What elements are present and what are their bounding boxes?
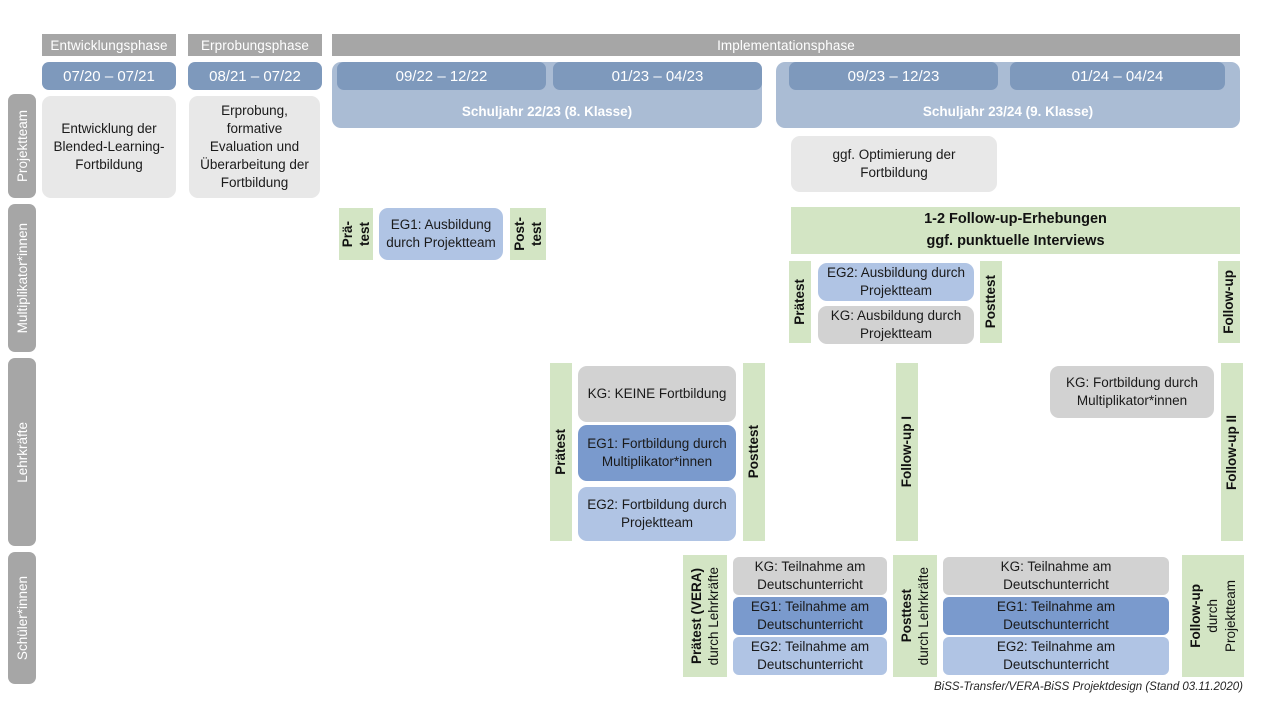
row-label-lehrkraefte-text: Lehrkräfte [14,421,30,483]
projektteam-optimierung-box: ggf. Optimierung der Fortbildung [791,136,997,192]
period-chip-0124-0424: 01/24 – 04/24 [1010,62,1225,90]
period-chip-0720-0721: 07/20 – 07/21 [42,62,176,90]
lehrkraefte-praetest-strip: Prätest [550,363,572,541]
row-label-lehrkraefte: Lehrkräfte [8,358,36,546]
multiplikatoren-followup-strip: Follow-up [1218,261,1240,343]
lehrkraefte-followup-2-strip: Follow-up II [1221,363,1243,541]
lehrkraefte-followup-1-strip: Follow-up I [896,363,918,541]
period-chip-0821-0722: 08/21 – 07/22 [188,62,322,90]
lehrkraefte-eg2-box: EG2: Fortbildung durch Projektteam [578,487,736,541]
lehrkraefte-posttest-strip: Posttest [743,363,765,541]
lehrkraefte-kg-fortbildung-box: KG: Fortbildung durch Multiplikator*inne… [1050,366,1214,418]
multiplikatoren-posttest-strip-1: Post- test [510,208,546,260]
multiplikatoren-followup-banner-line2: ggf. punktuelle Interviews [926,232,1105,249]
multiplikatoren-posttest-line2: test [529,221,544,246]
multiplikatoren-praetest-strip-1: Prä- test [339,208,373,260]
multiplikatoren-posttest-2-text: Posttest [983,275,999,329]
multiplikatoren-followup-banner-line1: 1-2 Follow-up-Erhebungen [924,211,1107,228]
phase-header-entwicklungsphase: Entwicklungsphase [42,34,176,56]
lehrkraefte-followup-1-text: Follow-up I [899,416,915,488]
phase-header-erprobungsphase: Erprobungsphase [188,34,322,56]
multiplikatoren-eg2-box: EG2: Ausbildung durch Projektteam [818,263,974,301]
multiplikatoren-praetest-2-text: Prätest [792,279,808,325]
multiplikatoren-followup-text: Follow-up [1221,270,1237,334]
schueler-eg2-box-1: EG2: Teilnahme am Deutschunterricht [733,637,887,675]
schueler-praetest-sub-text: durch Lehrkräfte [706,566,721,666]
schueler-posttest-sub-text: durch Lehrkräfte [916,566,931,666]
schueler-kg-box-2: KG: Teilnahme am Deutschunterricht [943,557,1169,595]
lehrkraefte-eg1-box: EG1: Fortbildung durch Multiplikator*inn… [578,425,736,481]
multiplikatoren-praetest-strip-2: Prätest [789,261,811,343]
schueler-praetest-strip: Prätest (VERA) durch Lehrkräfte [683,555,727,677]
multiplikatoren-eg1-box: EG1: Ausbildung durch Projektteam [379,208,503,260]
multiplikatoren-kg-box: KG: Ausbildung durch Projektteam [818,306,974,344]
schueler-eg1-box-1: EG1: Teilnahme am Deutschunterricht [733,597,887,635]
schueler-followup-sub1-text: durch [1205,599,1221,633]
period-chip-0922-1222: 09/22 – 12/22 [337,62,546,90]
multiplikatoren-praetest-line1: Prä- [339,220,355,248]
period-chip-0923-1223: 09/23 – 12/23 [789,62,998,90]
multiplikatoren-posttest-strip-2: Posttest [980,261,1002,343]
multiplikatoren-praetest-line2: test [357,221,372,246]
schueler-eg2-box-2: EG2: Teilnahme am Deutschunterricht [943,637,1169,675]
lehrkraefte-posttest-text: Posttest [746,425,762,479]
row-label-multiplikatorinnen: Multiplikator*innen [8,204,36,352]
lehrkraefte-praetest-text: Prätest [553,429,569,475]
period-chip-0123-0423: 01/23 – 04/23 [553,62,762,90]
schueler-posttest-strip: Posttest durch Lehrkräfte [893,555,937,677]
schueler-posttest-main-text: Posttest [898,589,914,643]
schueler-kg-box-1: KG: Teilnahme am Deutschunterricht [733,557,887,595]
row-label-schuelerinnen-text: Schüler*innen [14,575,30,661]
projektteam-entwicklung-box: Entwicklung der Blended-Learning-Fortbil… [42,96,176,198]
lehrkraefte-followup-2-text: Follow-up II [1224,414,1240,490]
schueler-followup-strip: Follow-up durch Projektteam [1182,555,1244,677]
lehrkraefte-kg-box: KG: KEINE Fortbildung [578,366,736,422]
projektteam-erprobung-box: Erprobung, formative Evaluation und Über… [189,96,320,198]
schueler-followup-sub2-text: Projektteam [1222,579,1238,653]
footer-source-note: BiSS-Transfer/VERA-BiSS Projektdesign (S… [934,681,1243,693]
row-label-multiplikatorinnen-text: Multiplikator*innen [14,222,30,334]
schueler-followup-main-text: Follow-up [1188,584,1204,648]
schueler-praetest-main-text: Prätest (VERA) [688,567,704,665]
row-label-schuelerinnen: Schüler*innen [8,552,36,684]
row-label-projektteam-text: Projektteam [14,109,30,183]
schueler-eg1-box-2: EG1: Teilnahme am Deutschunterricht [943,597,1169,635]
multiplikatoren-posttest-line1: Post- [511,217,527,251]
phase-header-implementationsphase: Implementationsphase [332,34,1240,56]
multiplikatoren-followup-banner: 1-2 Follow-up-Erhebungen ggf. punktuelle… [791,207,1240,254]
row-label-projektteam: Projektteam [8,94,36,198]
